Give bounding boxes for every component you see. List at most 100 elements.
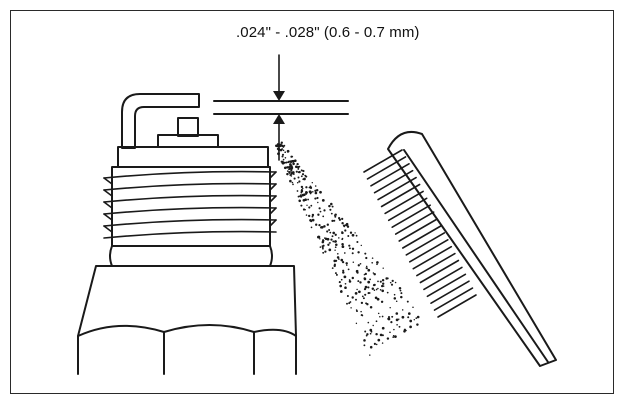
spray-dot (298, 165, 301, 168)
spray-dot (293, 177, 296, 180)
spray-dot (281, 153, 285, 156)
bristle (370, 163, 410, 187)
spray-dot (386, 291, 389, 294)
spray-dot (361, 295, 364, 298)
spray-dot (302, 169, 305, 173)
spray-dot (344, 229, 347, 232)
spray-dot (341, 231, 344, 235)
spray-dot (374, 296, 378, 300)
spray-dot (362, 297, 365, 300)
spray-dot (364, 293, 367, 296)
spray-dot (352, 261, 355, 263)
spray-dot (341, 217, 344, 221)
spray-dot (297, 167, 300, 170)
spray-dot (308, 186, 311, 189)
spray-dot (391, 279, 394, 283)
spray-dot (382, 285, 385, 287)
spray-dot (321, 199, 325, 202)
spray-dot (365, 265, 368, 268)
spray-dot (395, 318, 399, 322)
spray-dot (360, 310, 362, 313)
bristle (387, 197, 428, 222)
spray-dot (344, 282, 347, 285)
spray-dot (394, 335, 397, 338)
spray-dot (369, 328, 373, 332)
spray-dot (369, 354, 371, 356)
spray-dot (324, 250, 327, 253)
spray-dot (311, 213, 315, 217)
spray-dot (375, 332, 378, 336)
spray-dot (302, 193, 306, 197)
spray-dot (305, 214, 308, 216)
spray-dot (298, 180, 301, 183)
spray-dot (290, 167, 293, 171)
spray-dot (300, 185, 304, 189)
spray-dot (296, 182, 299, 184)
spray-dot (357, 264, 360, 267)
bristle (373, 169, 414, 194)
spray-dot (282, 149, 285, 152)
spray-dot (399, 289, 402, 292)
spray-dot (347, 235, 350, 237)
spray-dot (347, 268, 350, 271)
spray-dot (332, 231, 336, 235)
spray-dot (369, 332, 372, 335)
plug-threads (103, 166, 277, 247)
plug-gasket (109, 245, 273, 267)
spray-dot (341, 242, 344, 246)
spray-dot (296, 190, 299, 192)
spray-dot (351, 276, 355, 280)
spray-dot (286, 172, 289, 176)
spray-dot (300, 175, 303, 178)
spray-dot (334, 246, 337, 249)
spray-dot (282, 160, 284, 163)
spray-dot (400, 295, 403, 299)
spray-dot (406, 300, 409, 303)
spray-dot (354, 232, 356, 234)
spray-dot (367, 321, 370, 324)
spray-dot (317, 235, 320, 239)
spray-dot (338, 218, 342, 221)
spray-dot (288, 165, 291, 169)
spray-dot (351, 296, 354, 299)
spray-dot (330, 212, 333, 215)
spray-dot (297, 171, 300, 174)
spray-dot (305, 186, 308, 189)
spray-dot (326, 237, 330, 241)
spray-dot (304, 209, 306, 211)
bristle (419, 259, 460, 284)
spray-dot (346, 294, 349, 298)
spray-dot (328, 204, 331, 208)
spray-dot (359, 281, 362, 284)
spray-dot (400, 292, 403, 295)
spray-dot (371, 261, 374, 264)
spray-dot (375, 343, 378, 346)
spray-dot (363, 339, 366, 342)
spray-dot (389, 306, 391, 309)
spray-dot (318, 223, 321, 227)
spray-dot (283, 144, 286, 147)
spray-dot (288, 171, 291, 174)
spray-dot (381, 315, 384, 318)
bristle (384, 190, 424, 215)
spray-dot (357, 280, 360, 283)
spray-dot (339, 284, 343, 288)
spray-dot (286, 170, 289, 172)
spray-dot (340, 290, 343, 293)
spray-dot (316, 196, 319, 200)
spray-dot (381, 342, 384, 344)
spray-dot (329, 242, 331, 244)
spray-dot (312, 191, 314, 193)
spray-dot (355, 269, 359, 273)
spray-dot (336, 252, 339, 255)
bristle (398, 218, 439, 242)
spray-dot (351, 252, 354, 255)
spray-dot (340, 258, 344, 262)
spray-dot (277, 149, 280, 152)
spray-dot (379, 333, 383, 337)
spray-dot (382, 282, 385, 285)
spray-dot (367, 286, 370, 289)
ground-electrode (121, 93, 200, 149)
spray-dot (386, 337, 390, 340)
brush-bristles (363, 149, 477, 318)
